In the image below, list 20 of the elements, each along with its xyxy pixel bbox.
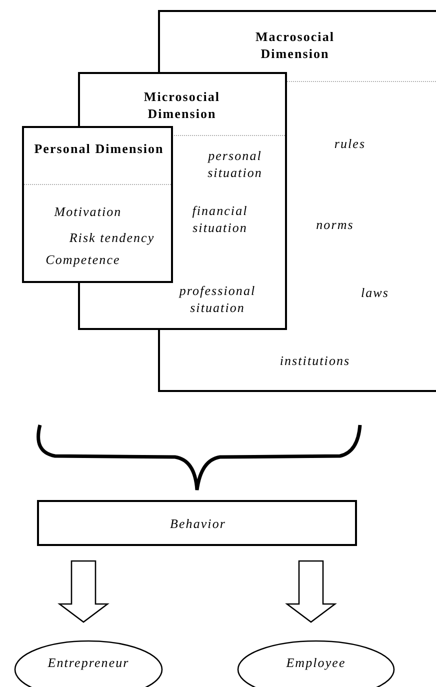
dimension-heading: Microsocial Dimension — [142, 88, 222, 122]
block-arrow — [285, 560, 337, 623]
item-label: Competence — [44, 251, 122, 268]
item-label: rules — [333, 135, 367, 152]
item-label: Entrepreneur — [46, 654, 130, 671]
dimension-heading: Macrosocial Dimension — [254, 28, 336, 62]
process-box — [37, 500, 357, 546]
item-label: Behavior — [169, 515, 227, 532]
item-label: norms — [315, 216, 355, 233]
item-label: personal situation — [206, 147, 264, 181]
item-label: professional situation — [178, 282, 257, 316]
dimension-box — [22, 126, 173, 283]
item-label: financial situation — [191, 202, 249, 236]
item-label: institutions — [278, 352, 352, 369]
block-arrow — [58, 560, 110, 623]
item-label: Employee — [285, 654, 347, 671]
dimension-heading: Personal Dimension — [33, 140, 165, 157]
item-label: Risk tendency — [68, 229, 156, 246]
item-label: laws — [360, 284, 390, 301]
item-label: Motivation — [53, 203, 123, 220]
